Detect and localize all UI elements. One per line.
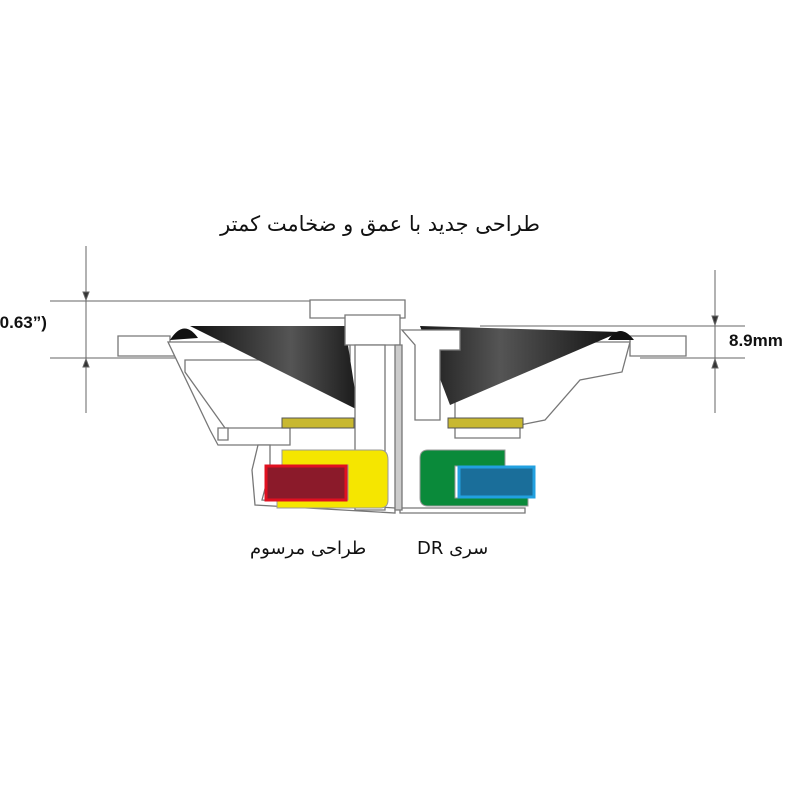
- left-dimension-label: (0.63”): [0, 313, 47, 332]
- cone-surround-left: [170, 328, 198, 340]
- spider-right: [447, 417, 524, 429]
- cone-right: [420, 326, 620, 405]
- right-dimension-label: 8.9mm: [729, 331, 783, 350]
- dr-series-motor: [419, 449, 536, 507]
- right-dimension-marker: [480, 270, 745, 413]
- conventional-design-label: طراحی مرسوم: [250, 538, 367, 559]
- conventional-motor: [264, 449, 389, 509]
- spider-left: [281, 417, 355, 429]
- diagram-title: طراحی جدید با عمق و ضخامت کمتر: [220, 212, 540, 236]
- dr-series-label: سری DR: [417, 538, 489, 559]
- cone-left: [190, 326, 358, 410]
